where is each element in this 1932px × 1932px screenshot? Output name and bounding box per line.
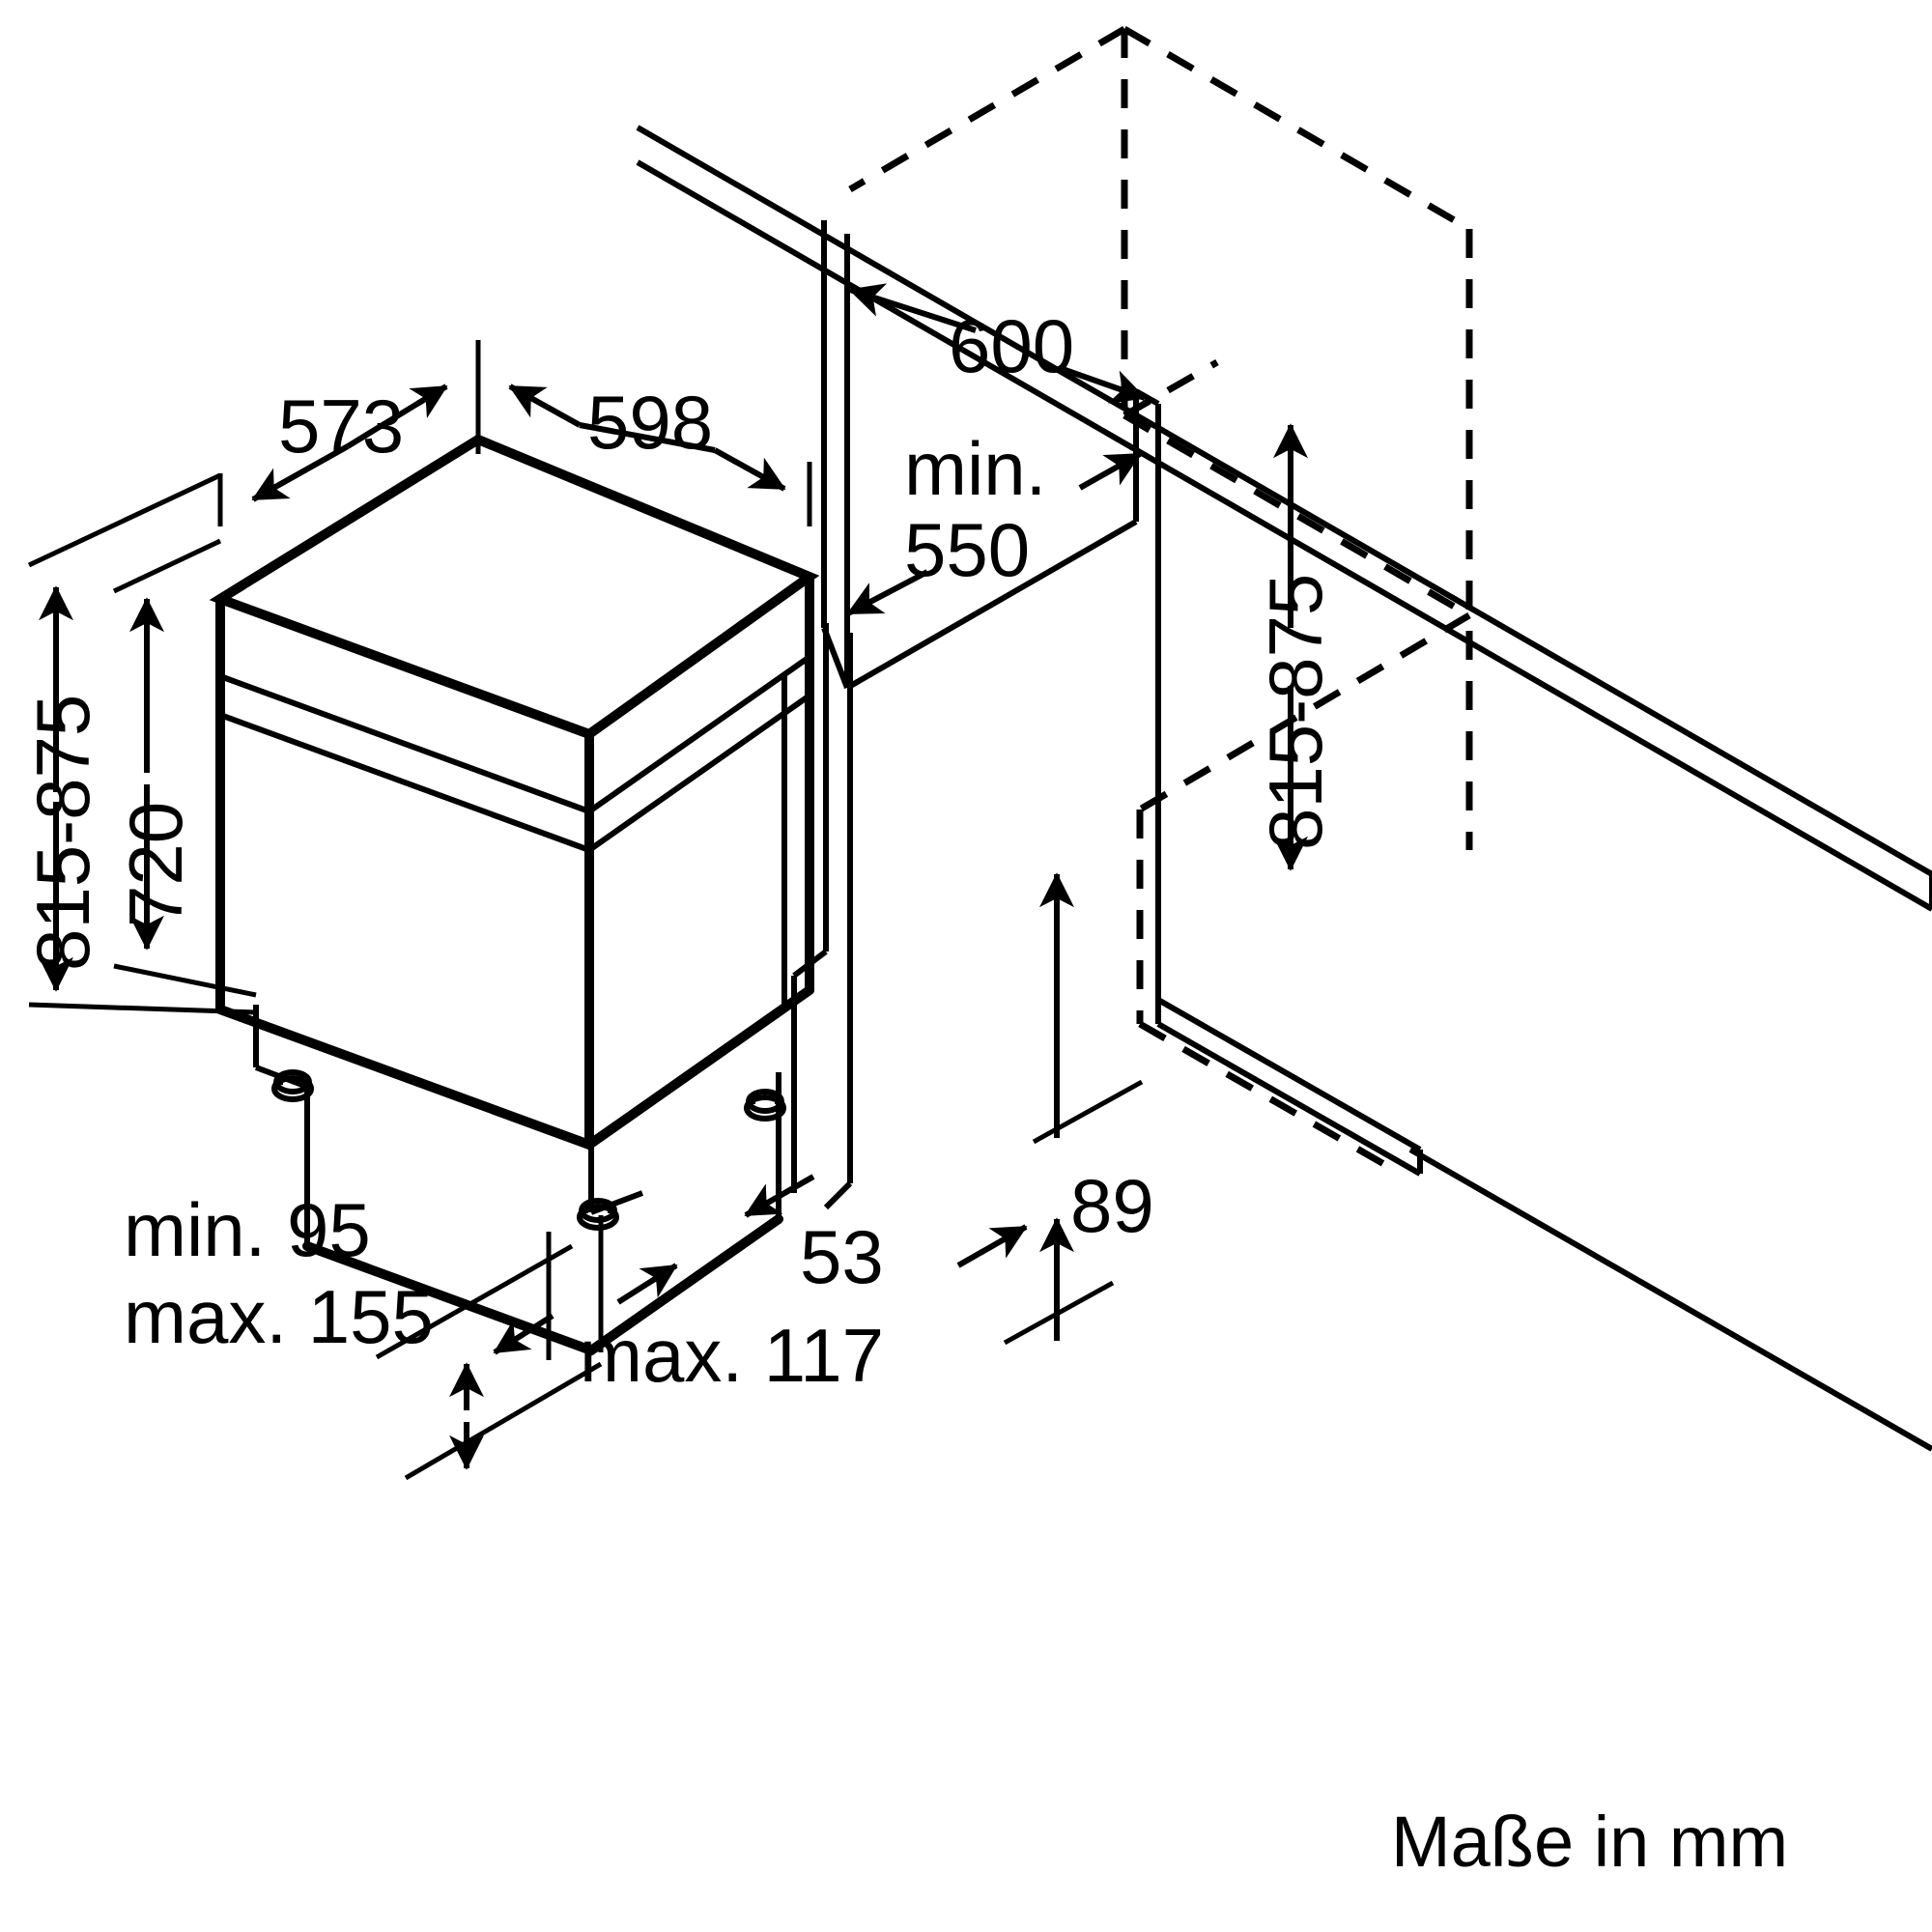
- dimension-label-598: 598: [587, 380, 713, 465]
- adjustable-foot: [271, 1069, 314, 1102]
- dimension-720: [112, 538, 257, 998]
- dimension-max-117: [493, 1215, 678, 1360]
- dimension-89: [1003, 872, 1144, 1346]
- dimension-label-max-117: max. 117: [580, 1313, 884, 1398]
- dimension-label-89: 89: [1070, 1163, 1154, 1248]
- adjustable-foot: [577, 1198, 619, 1231]
- dimension-598: [508, 384, 812, 526]
- dimension-label-min: min.: [904, 426, 1046, 511]
- dimension-label-max-155: max. 155: [124, 1274, 434, 1359]
- dimension-label-min-95: min. 95: [124, 1187, 371, 1272]
- dimension-label-815-875-left: 815-875: [20, 695, 105, 971]
- dimension-573: [217, 340, 481, 526]
- lower-right-edge: [1408, 1147, 1932, 1452]
- dimension-815-875-left: [27, 472, 257, 1015]
- dimension-foot-height: [375, 1243, 603, 1481]
- niche-dashed-outline: [848, 25, 1473, 1178]
- dimension-label-550: 550: [904, 507, 1030, 592]
- dimension-label-573: 573: [278, 384, 404, 469]
- dimension-label-53: 53: [800, 1214, 884, 1299]
- dimension-label-815-875-right: 815-875: [1253, 574, 1338, 850]
- dimension-min-550: [846, 451, 1142, 616]
- dimension-label-600: 600: [949, 303, 1074, 388]
- adjustable-foot: [744, 1089, 786, 1122]
- dimension-600: [848, 283, 1147, 404]
- dishwasher-base-and-feet: [253, 1005, 786, 1355]
- dimension-53: [744, 1174, 1028, 1268]
- dimension-label-720: 720: [113, 802, 198, 927]
- dishwasher-body: [209, 434, 820, 1150]
- plinth-panel: [791, 623, 853, 1210]
- units-note: Maße in mm: [1391, 1802, 1789, 1882]
